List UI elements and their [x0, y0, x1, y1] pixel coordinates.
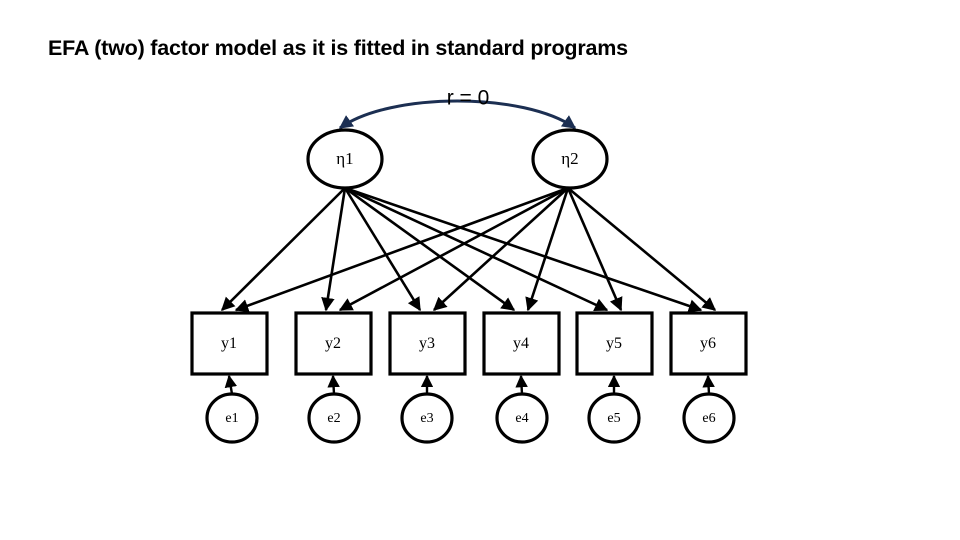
indicator-label: y1 — [221, 335, 237, 352]
factor-ellipse[interactable] — [306, 128, 384, 190]
indicator-label: y4 — [513, 335, 529, 352]
error-paths-group — [224, 374, 715, 395]
indicator-node-y4[interactable]: y4 — [482, 311, 561, 376]
indicator-node-y3[interactable]: y3 — [388, 311, 467, 376]
indicator-label: y6 — [700, 335, 716, 352]
indicator-node-y5[interactable]: y5 — [575, 311, 654, 376]
loading-path-eta1-y2[interactable] — [321, 187, 347, 312]
error-circle[interactable] — [205, 392, 259, 444]
loading-path-eta2-y2[interactable] — [338, 186, 569, 312]
error-label: e1 — [225, 411, 238, 426]
error-path-e6[interactable] — [702, 374, 715, 395]
loading-path-eta2-y4[interactable] — [525, 187, 570, 312]
error-circle[interactable] — [307, 392, 361, 444]
error-node-e1[interactable]: e1 — [205, 392, 259, 444]
indicator-box[interactable] — [388, 311, 467, 376]
correlation-arrow[interactable] — [338, 99, 577, 130]
indicator-node-y6[interactable]: y6 — [669, 311, 748, 376]
loading-path-eta1-y5[interactable] — [344, 186, 609, 312]
factor-ellipses-group: η1 η2 — [306, 128, 609, 190]
factor-node-eta2[interactable]: η2 — [531, 128, 609, 190]
error-circle[interactable] — [682, 392, 736, 444]
indicator-box[interactable] — [294, 311, 373, 376]
indicator-label: y5 — [606, 335, 622, 352]
loading-path-eta2-y1[interactable] — [234, 186, 569, 313]
error-label: e2 — [327, 411, 340, 426]
loading-path-eta1-y1[interactable] — [221, 187, 346, 311]
loading-path-eta2-y6[interactable] — [567, 186, 717, 312]
error-node-e4[interactable]: e4 — [495, 392, 549, 444]
error-node-e2[interactable]: e2 — [307, 392, 361, 444]
error-label: e6 — [702, 411, 715, 426]
error-circle[interactable] — [587, 392, 641, 444]
loading-path-eta1-y6[interactable] — [344, 186, 703, 313]
factor-ellipse[interactable] — [531, 128, 609, 190]
error-label: e4 — [515, 411, 528, 426]
error-circles-group: e1 e2 e3 e4 e5 e6 — [205, 392, 736, 444]
indicator-node-y1[interactable]: y1 — [190, 311, 269, 376]
loading-path-eta1-y3[interactable] — [343, 187, 422, 312]
indicator-box[interactable] — [575, 311, 654, 376]
error-path-e4[interactable] — [515, 374, 528, 395]
factor-loadings-group — [221, 186, 717, 313]
error-circle[interactable] — [495, 392, 549, 444]
page-title: EFA (two) factor model as it is fitted i… — [48, 36, 628, 60]
factor-correlation-group: r = 0 — [338, 87, 577, 130]
loading-path-eta2-y3[interactable] — [433, 187, 569, 311]
error-label: e5 — [607, 411, 620, 426]
indicator-label: y2 — [325, 335, 341, 352]
factor-label: η1 — [336, 149, 353, 168]
indicator-label: y3 — [419, 335, 435, 352]
indicator-node-y2[interactable]: y2 — [294, 311, 373, 376]
loading-path-eta2-y5[interactable] — [566, 187, 623, 312]
error-node-e5[interactable]: e5 — [587, 392, 641, 444]
correlation-label: r = 0 — [447, 87, 490, 110]
error-circle[interactable] — [400, 392, 454, 444]
indicator-box[interactable] — [190, 311, 269, 376]
error-path-e2[interactable] — [327, 374, 340, 395]
loading-path-eta1-y4[interactable] — [344, 186, 516, 312]
indicator-box[interactable] — [669, 311, 748, 376]
error-path-e1[interactable] — [224, 374, 238, 395]
error-label: e3 — [420, 411, 433, 426]
indicator-box[interactable] — [482, 311, 561, 376]
error-node-e6[interactable]: e6 — [682, 392, 736, 444]
factor-label: η2 — [561, 149, 578, 168]
error-node-e3[interactable]: e3 — [400, 392, 454, 444]
factor-node-eta1[interactable]: η1 — [306, 128, 384, 190]
indicator-boxes-group: y1 y2 y3 y4 y5 y6 — [190, 311, 748, 376]
